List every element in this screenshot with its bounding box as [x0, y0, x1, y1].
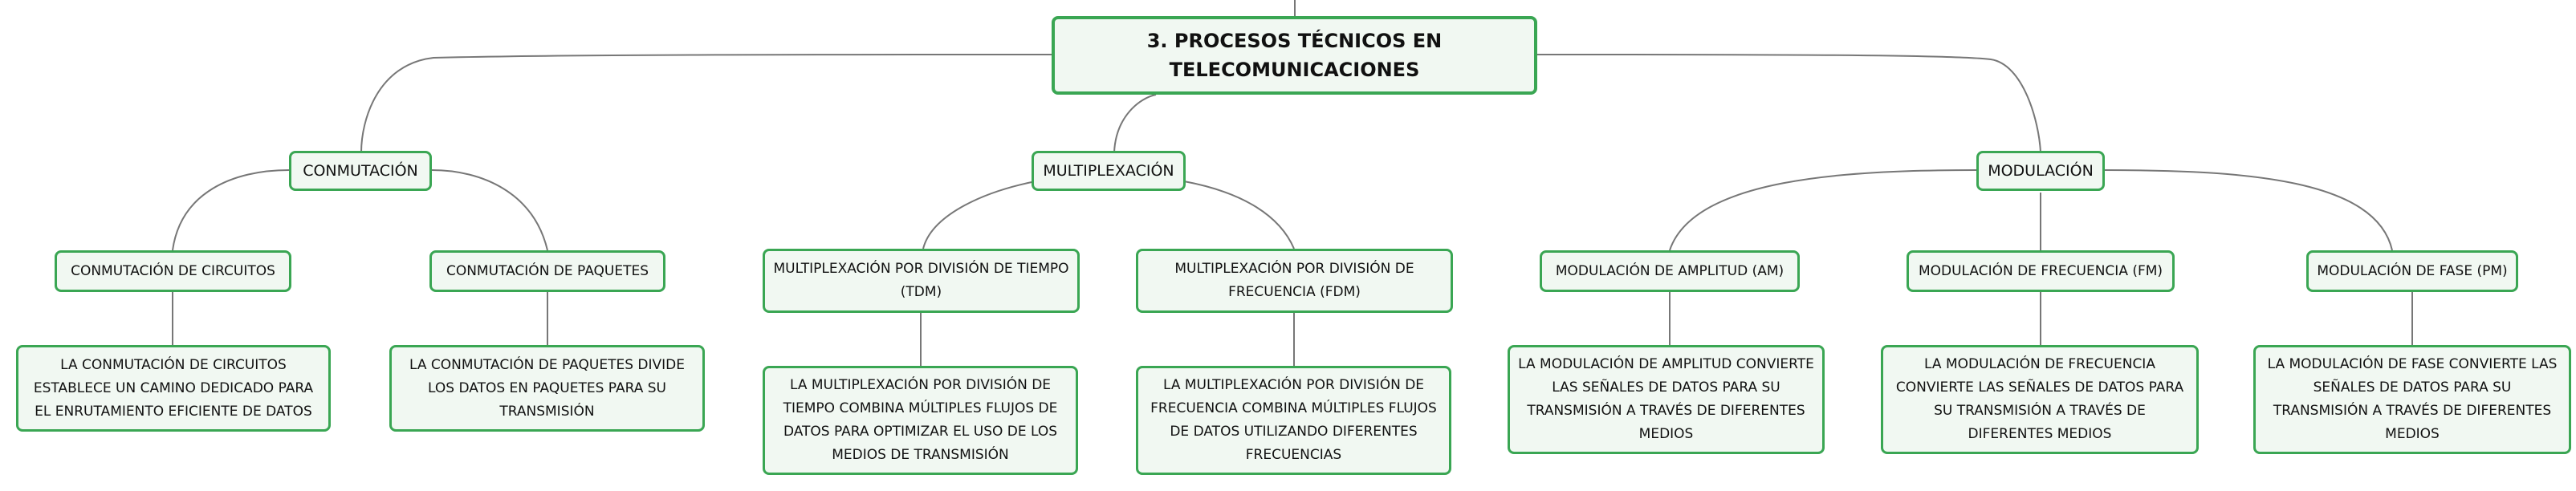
connector-multiplexacion-tdm [922, 181, 1036, 250]
connector-root-multiplexacion [1113, 94, 1157, 153]
description-modulacion-fm[interactable]: LA MODULACIÓN DE FRECUENCIA CONVIERTE LA… [1881, 345, 2199, 454]
connector-root-modulacion [1536, 54, 2041, 153]
description-modulacion-am[interactable]: LA MODULACIÓN DE AMPLITUD CONVIERTE LAS … [1508, 345, 1825, 454]
connector-conmutacion-circuitos [172, 169, 290, 251]
connector-conmutacion-paquetes [431, 169, 548, 251]
topic-conmutacion-paquetes[interactable]: CONMUTACIÓN DE PAQUETES [429, 250, 665, 292]
topic-multiplexacion-fdm[interactable]: MULTIPLEXACIÓN POR DIVISIÓN DE FRECUENCI… [1136, 249, 1453, 313]
description-conmutacion-circuitos[interactable]: LA CONMUTACIÓN DE CIRCUITOS ESTABLECE UN… [16, 345, 331, 432]
description-multiplexacion-fdm[interactable]: LA MULTIPLEXACIÓN POR DIVISIÓN DE FRECUE… [1136, 366, 1451, 475]
topic-modulacion-pm[interactable]: MODULACIÓN DE FASE (PM) [2306, 250, 2518, 292]
branch-modulacion[interactable]: MODULACIÓN [1976, 151, 2105, 191]
connector-modulacion-am [1669, 169, 1977, 251]
topic-modulacion-am[interactable]: MODULACIÓN DE AMPLITUD (AM) [1540, 250, 1800, 292]
branch-multiplexacion[interactable]: MULTIPLEXACIÓN [1032, 151, 1186, 191]
branch-conmutacion[interactable]: CONMUTACIÓN [289, 151, 432, 191]
connector-modulacion-pm [2104, 169, 2393, 251]
topic-conmutacion-circuitos[interactable]: CONMUTACIÓN DE CIRCUITOS [55, 250, 291, 292]
topic-modulacion-fm[interactable]: MODULACIÓN DE FRECUENCIA (FM) [1907, 250, 2175, 292]
description-conmutacion-paquetes[interactable]: LA CONMUTACIÓN DE PAQUETES DIVIDE LOS DA… [389, 345, 705, 432]
description-multiplexacion-tdm[interactable]: LA MULTIPLEXACIÓN POR DIVISIÓN DE TIEMPO… [763, 366, 1078, 475]
topic-multiplexacion-tdm[interactable]: MULTIPLEXACIÓN POR DIVISIÓN DE TIEMPO (T… [763, 249, 1080, 313]
root-topic[interactable]: 3. PROCESOS TÉCNICOS EN TELECOMUNICACION… [1052, 16, 1537, 95]
connector-multiplexacion-fdm [1183, 181, 1295, 250]
description-modulacion-pm[interactable]: LA MODULACIÓN DE FASE CONVIERTE LAS SEÑA… [2253, 345, 2571, 454]
connector-root-conmutacion [360, 54, 1052, 153]
